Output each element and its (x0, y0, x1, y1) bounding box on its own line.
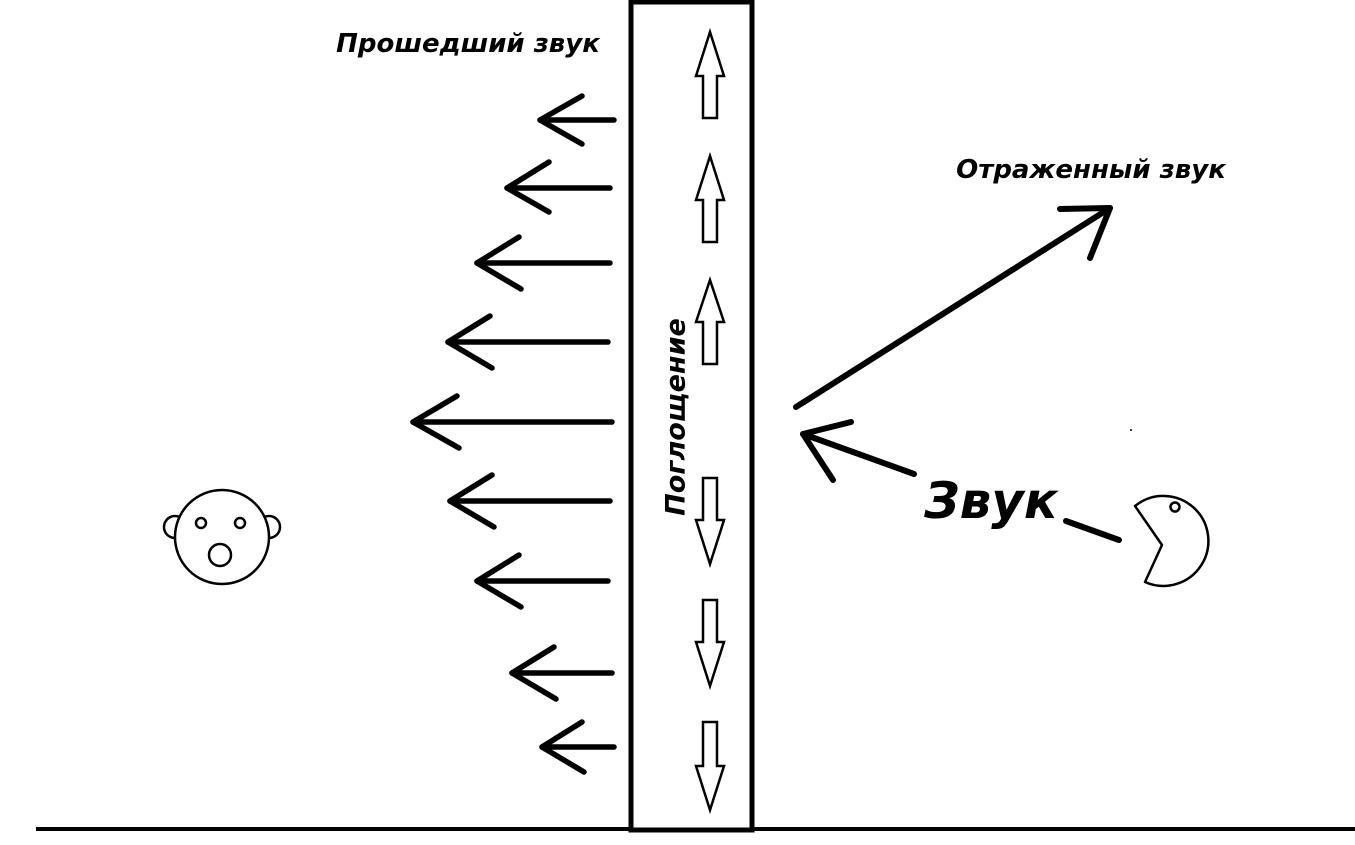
absorption-arrow-down (694, 598, 726, 691)
transmitted-arrow (474, 234, 613, 292)
transmitted-arrow (474, 552, 611, 610)
transmitted-arrow (539, 719, 617, 775)
wall (628, 0, 755, 833)
pacman-mouth-icon (1133, 494, 1210, 588)
transmitted-arrow (410, 393, 615, 451)
transmitted-arrow (504, 159, 613, 215)
absorption-arrow-down (694, 720, 726, 815)
transmitted-arrow (445, 313, 611, 371)
speck (1130, 429, 1132, 431)
transmitted-arrow (537, 93, 617, 147)
transmitted-arrow (509, 644, 615, 702)
absorption-arrow-up (694, 151, 726, 244)
surprised-face-icon (162, 488, 282, 586)
absorption-arrows (694, 27, 726, 815)
absorption-arrow-down (694, 476, 726, 569)
transmitted-arrow (447, 472, 613, 530)
transmitted-label: Прошедший звук (336, 29, 601, 59)
sound-label: Звук (923, 472, 1059, 530)
absorption-arrow-up (694, 276, 726, 366)
reflected-arrow (793, 205, 1113, 410)
absorption-arrow-up (694, 27, 726, 120)
transmitted-arrows (410, 93, 617, 775)
reflected-label: Отраженный звук (956, 155, 1227, 185)
absorption-label: Поглощение (661, 318, 692, 516)
incident-arrow (800, 419, 1122, 543)
